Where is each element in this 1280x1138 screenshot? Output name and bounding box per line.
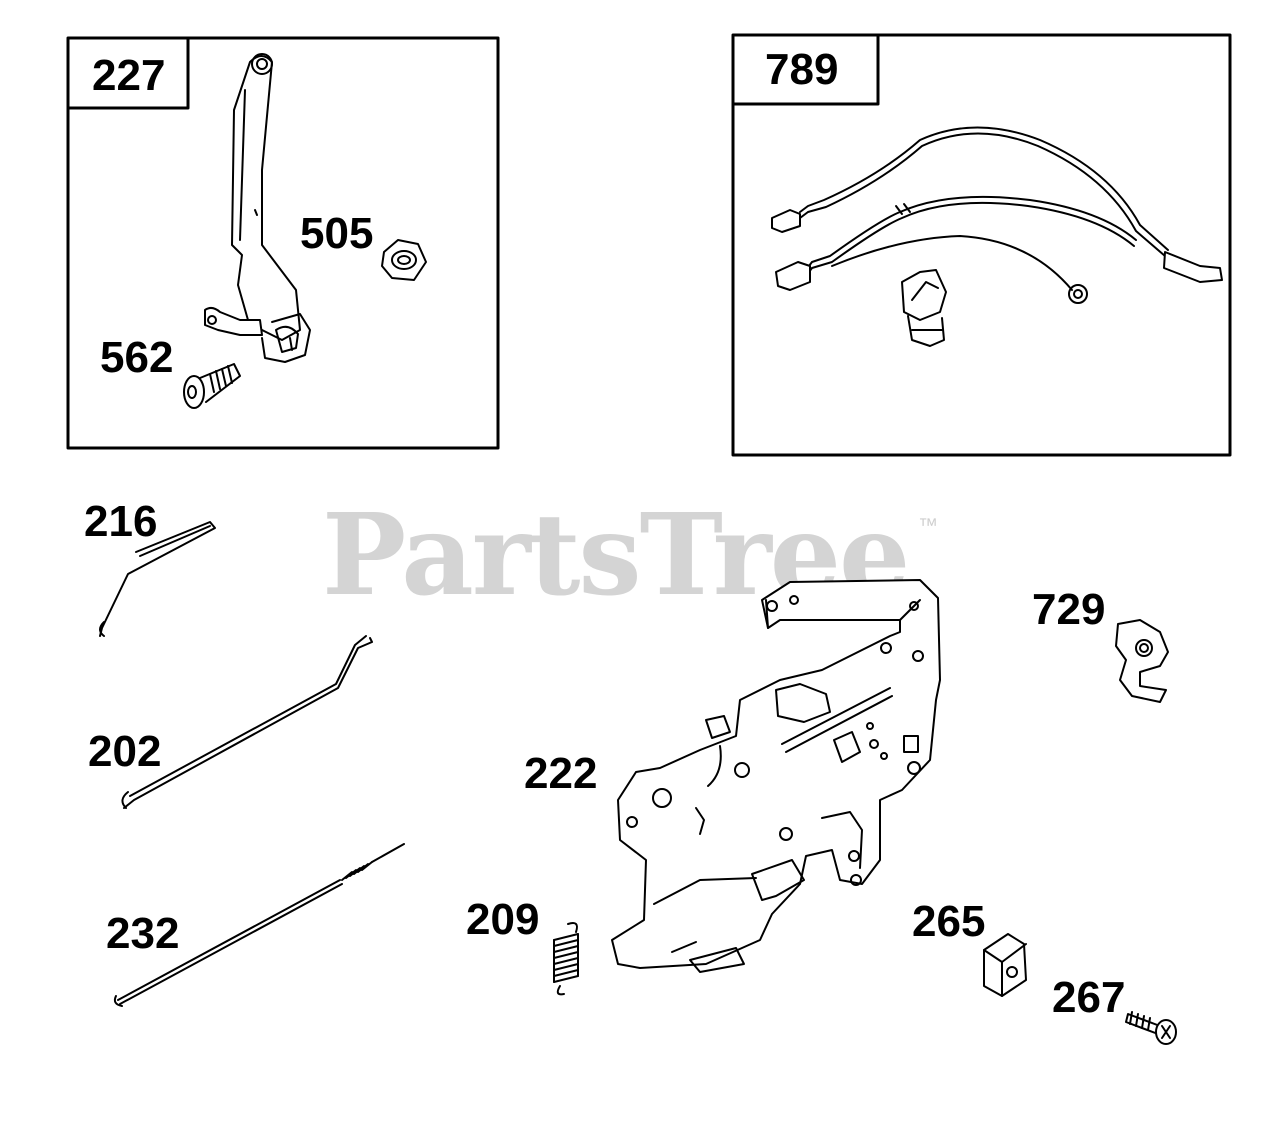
callout-232: 232 — [106, 909, 180, 958]
callout-222: 222 — [524, 749, 598, 798]
part-267-screw — [1125, 1011, 1177, 1045]
part-202-governor-rod — [121, 635, 373, 809]
callout-505: 505 — [300, 209, 374, 258]
part-209-spring — [553, 922, 579, 996]
callout-729: 729 — [1032, 585, 1106, 634]
box-227-number: 227 — [92, 51, 166, 100]
box-789-tab — [731, 33, 880, 106]
box-227-frame — [66, 36, 500, 450]
box-227-tab — [66, 36, 190, 110]
part-216-link-rod — [99, 521, 216, 637]
box-789-number: 789 — [765, 45, 839, 94]
watermark-trademark: ™ — [918, 515, 938, 537]
callout-216: 216 — [84, 497, 158, 546]
callout-209: 209 — [466, 895, 540, 944]
callout-265: 265 — [912, 897, 986, 946]
part-789-wire-harness — [771, 126, 1223, 347]
part-222-control-bracket — [611, 579, 941, 973]
callout-202: 202 — [88, 727, 162, 776]
part-227-throttle-lever — [204, 53, 311, 363]
part-232-spring-link — [113, 843, 405, 1007]
part-505-nut — [381, 239, 427, 281]
part-729-clip — [1115, 619, 1169, 703]
part-562-screw — [183, 363, 241, 409]
part-265-retainer — [983, 933, 1027, 997]
callout-562: 562 — [100, 333, 174, 382]
box-789-frame — [731, 33, 1232, 457]
callout-267: 267 — [1052, 973, 1126, 1022]
